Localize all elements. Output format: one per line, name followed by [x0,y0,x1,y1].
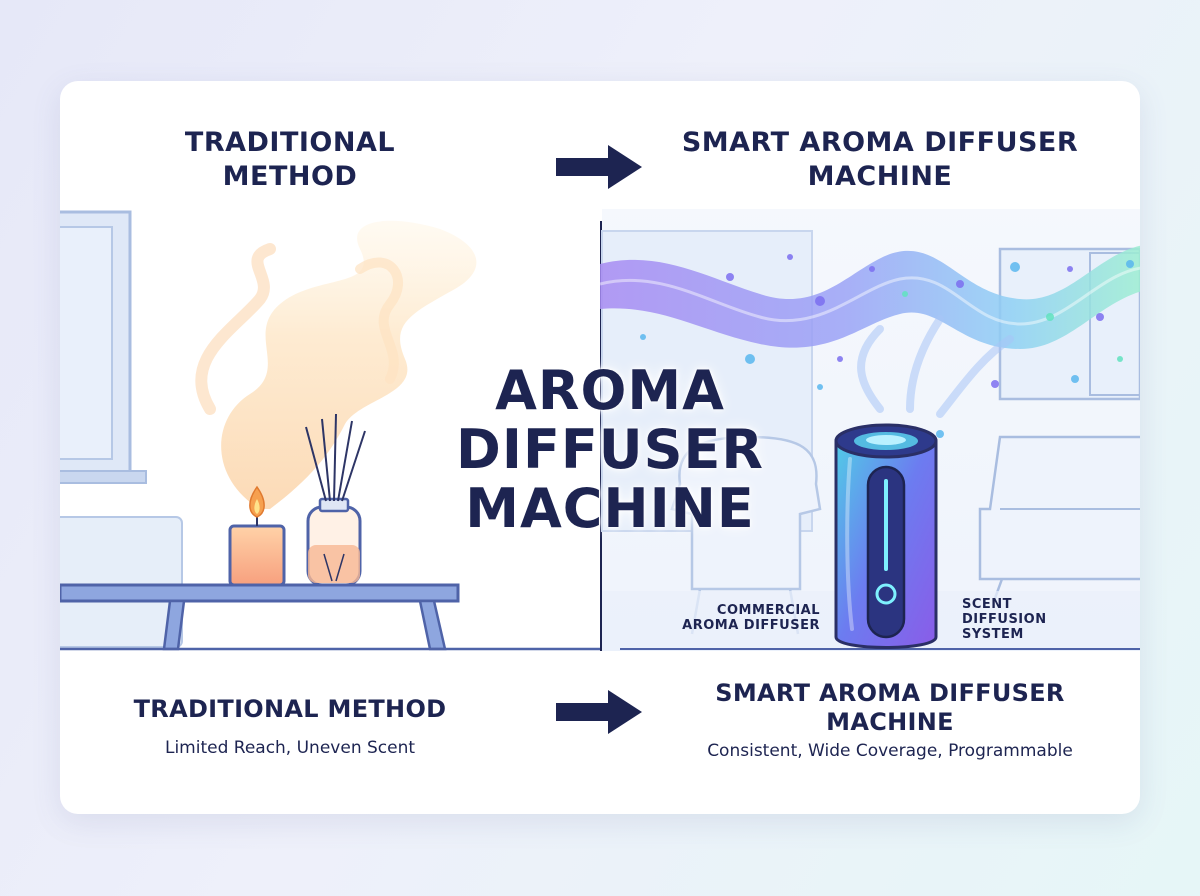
center-title: AROMA DIFFUSER MACHINE [456,359,764,540]
arrow-right-icon [556,145,642,189]
candle-icon [228,485,286,587]
comparison-card: TRADITIONAL METHOD SMART AROMA DIFFUSER … [60,81,1140,814]
header-traditional-title: TRADITIONAL METHOD [184,127,396,192]
header-smart-title: SMART AROMA DIFFUSER MACHINE [681,127,1079,192]
illustration-scene [60,209,1140,651]
footer-smart-title: SMART AROMA DIFFUSER MACHINE [715,679,1065,736]
smart-diffuser-icon [834,423,938,649]
footer-smart-subtitle: Consistent, Wide Coverage, Programmable [707,741,1073,761]
scent-diffusion-label: SCENT DIFFUSION SYSTEM [962,597,1047,642]
footer-traditional-subtitle: Limited Reach, Uneven Scent [164,738,416,758]
arrow-right-icon [556,690,642,734]
commercial-diffuser-label: COMMERCIAL AROMA DIFFUSER [682,603,820,633]
footer-traditional-title: TRADITIONAL METHOD [133,695,447,723]
reed-diffuser-icon [305,413,366,587]
